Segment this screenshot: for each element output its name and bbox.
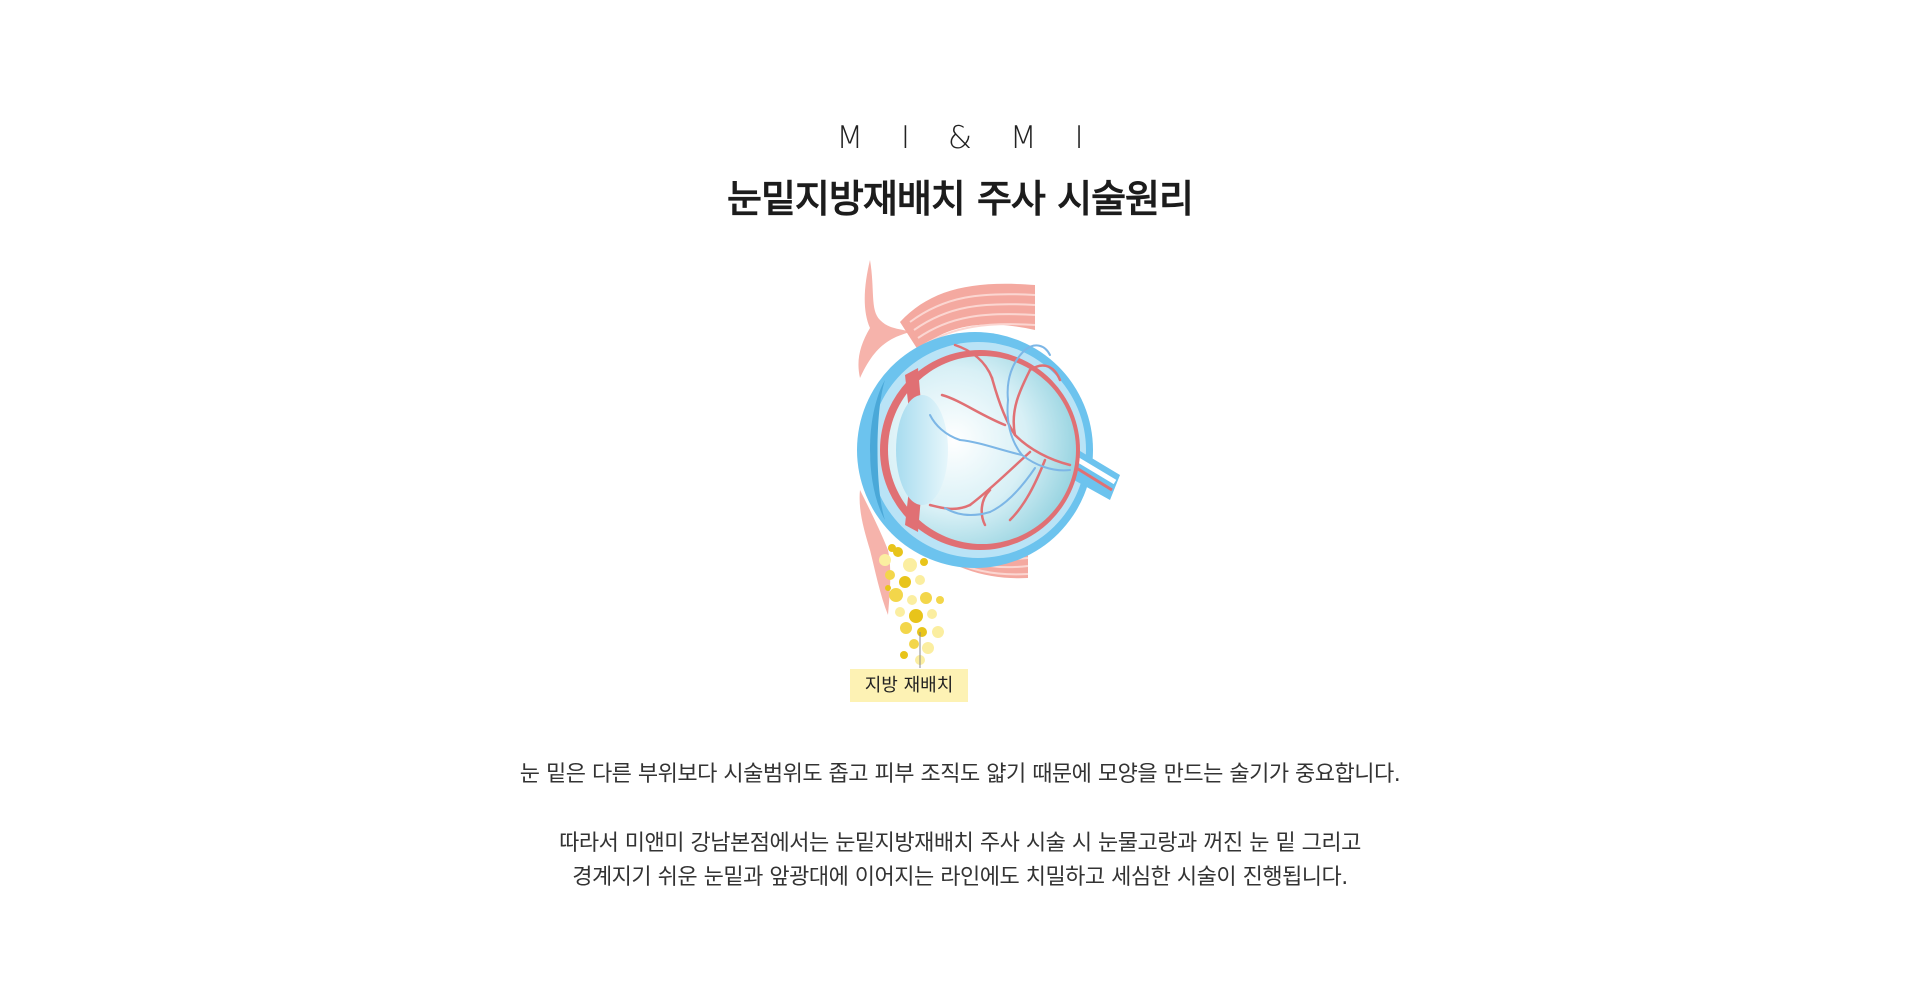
lens <box>896 395 948 505</box>
fat-deposit <box>879 544 944 665</box>
eye-anatomy-svg <box>857 260 1120 668</box>
retinal-vessels-blue <box>929 344 1071 516</box>
description-line-2: 따라서 미앤미 강남본점에서는 눈밑지방재배치 주사 시술 시 눈물고랑과 꺼진… <box>559 831 1361 856</box>
description-line-3: 경계지기 쉬운 눈밑과 앞광대에 이어지는 라인에도 치밀하고 세심한 시술이 … <box>572 865 1348 890</box>
cornea <box>870 380 885 520</box>
page-title: 눈밑지방재배치 주사 시술원리 <box>727 177 1194 221</box>
description-line-1: 눈 밑은 다른 부위보다 시술범위도 좁고 피부 조직도 얇기 때문에 모양을 … <box>519 762 1401 787</box>
eye-anatomy-illustration <box>830 250 1130 710</box>
fat-relocation-label: 지방 재배치 <box>850 669 968 702</box>
brand-heading: M I & M I <box>836 120 1098 156</box>
lower-lid-tissue <box>859 490 891 615</box>
upper-lid-tissue <box>858 260 910 378</box>
